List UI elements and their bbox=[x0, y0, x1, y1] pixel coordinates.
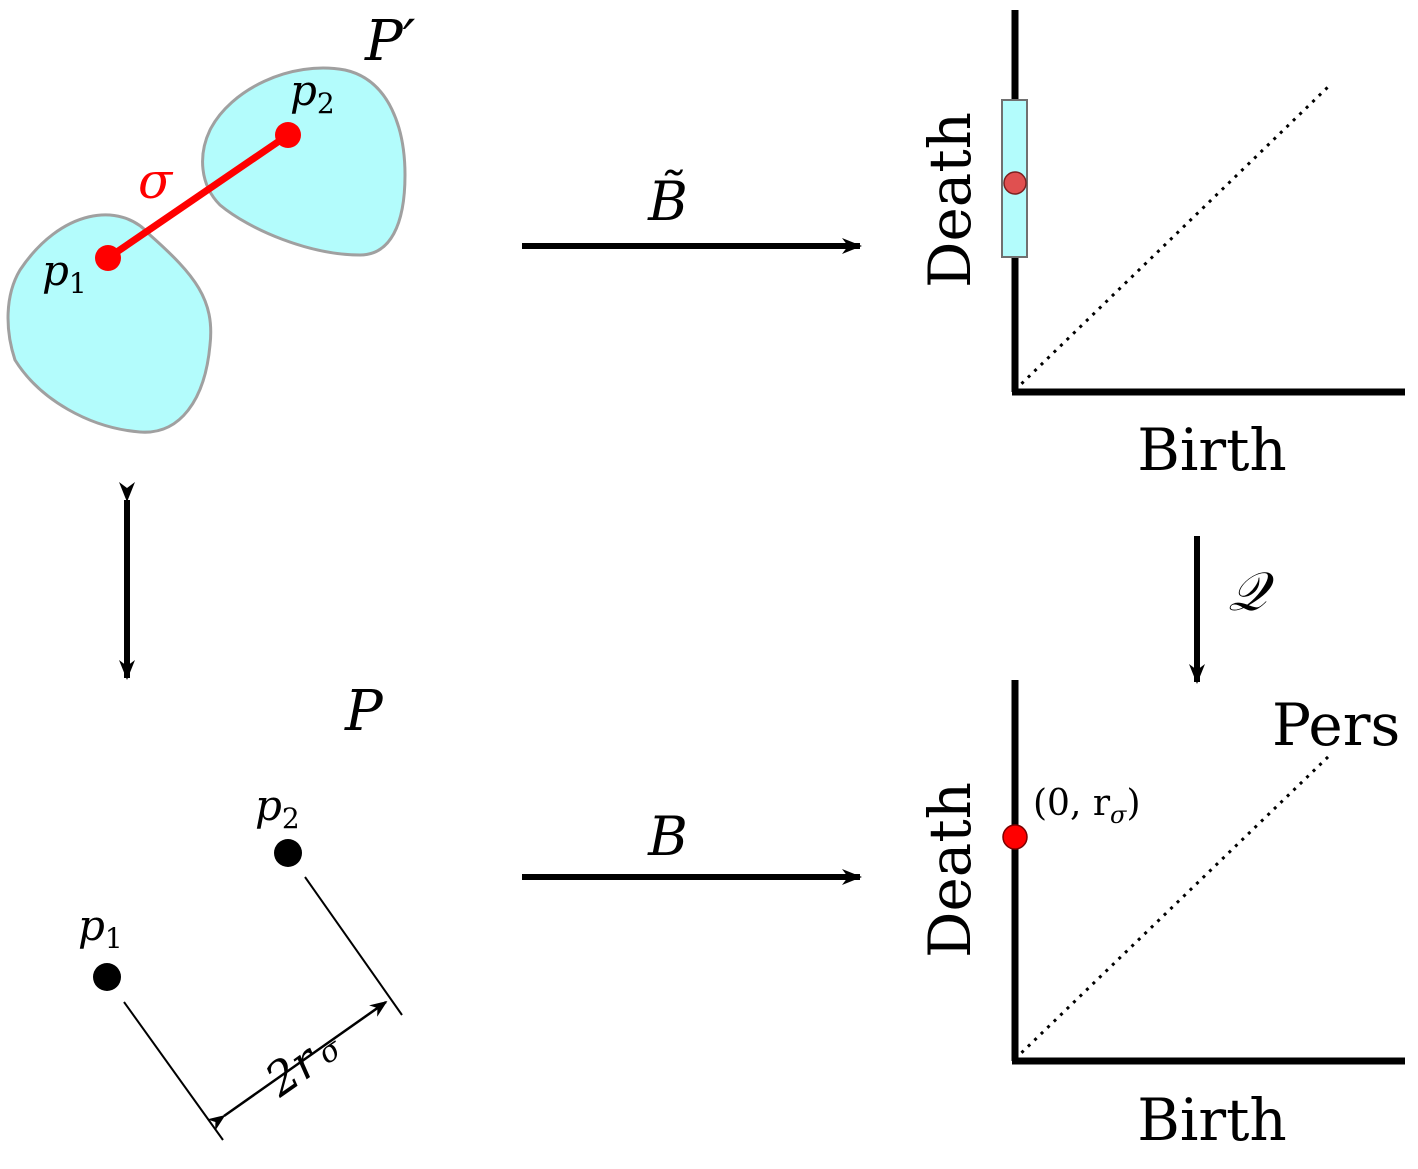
top-left-complex: P′ σ p1 p2 bbox=[6, 9, 416, 434]
edge-label-sigma: σ bbox=[138, 152, 174, 210]
map-b-tilde-label: B̃ bbox=[647, 169, 688, 233]
label-p1-bottom: p1 bbox=[78, 901, 123, 955]
extension-line-p2 bbox=[304, 876, 403, 1016]
blob-right bbox=[201, 66, 407, 257]
map-b-label: B bbox=[647, 805, 688, 868]
label-p1-top: p1 bbox=[42, 246, 87, 300]
bottom-diagonal bbox=[1013, 753, 1332, 1061]
label-p2-top: p2 bbox=[290, 66, 335, 120]
dimension-arrow bbox=[207, 1000, 388, 1131]
map-b: B bbox=[522, 805, 862, 885]
label-p2-bottom: p2 bbox=[255, 781, 300, 835]
space-label-p-prime: P′ bbox=[364, 9, 416, 74]
map-b-tilde: B̃ bbox=[522, 169, 862, 254]
bottom-x-axis-label: Birth bbox=[1137, 1086, 1287, 1154]
diagonal-label-pers: Pers bbox=[1272, 691, 1400, 759]
top-diagram-point bbox=[1003, 171, 1027, 195]
map-quotient: 𝒬 bbox=[1189, 536, 1275, 684]
extension-line-p1 bbox=[123, 1001, 224, 1141]
top-y-axis-label: Death bbox=[916, 112, 984, 288]
space-label-p: P bbox=[344, 679, 384, 744]
point-p1-top bbox=[95, 245, 121, 271]
point-p1-bottom bbox=[93, 963, 121, 991]
point-p2-top bbox=[275, 122, 301, 148]
bottom-y-axis-label: Death bbox=[916, 782, 984, 958]
point-p2-bottom bbox=[274, 839, 302, 867]
dimension-label: 2rσ bbox=[255, 1017, 352, 1107]
quotient-label: 𝒬 bbox=[1228, 560, 1275, 623]
bottom-diagram-point bbox=[1002, 824, 1028, 850]
bottom-point-label: (0, rσ) bbox=[1033, 783, 1140, 829]
bottom-left-points: P p2 p1 2rσ bbox=[78, 679, 403, 1141]
top-persistence-diagram: Death Birth bbox=[916, 10, 1405, 484]
blob-left bbox=[6, 213, 213, 434]
top-diagonal bbox=[1013, 83, 1332, 392]
top-x-axis-label: Birth bbox=[1137, 416, 1287, 484]
sigma-edge bbox=[106, 132, 290, 261]
bottom-persistence-diagram: (0, rσ) Pers Death Birth bbox=[916, 680, 1405, 1154]
